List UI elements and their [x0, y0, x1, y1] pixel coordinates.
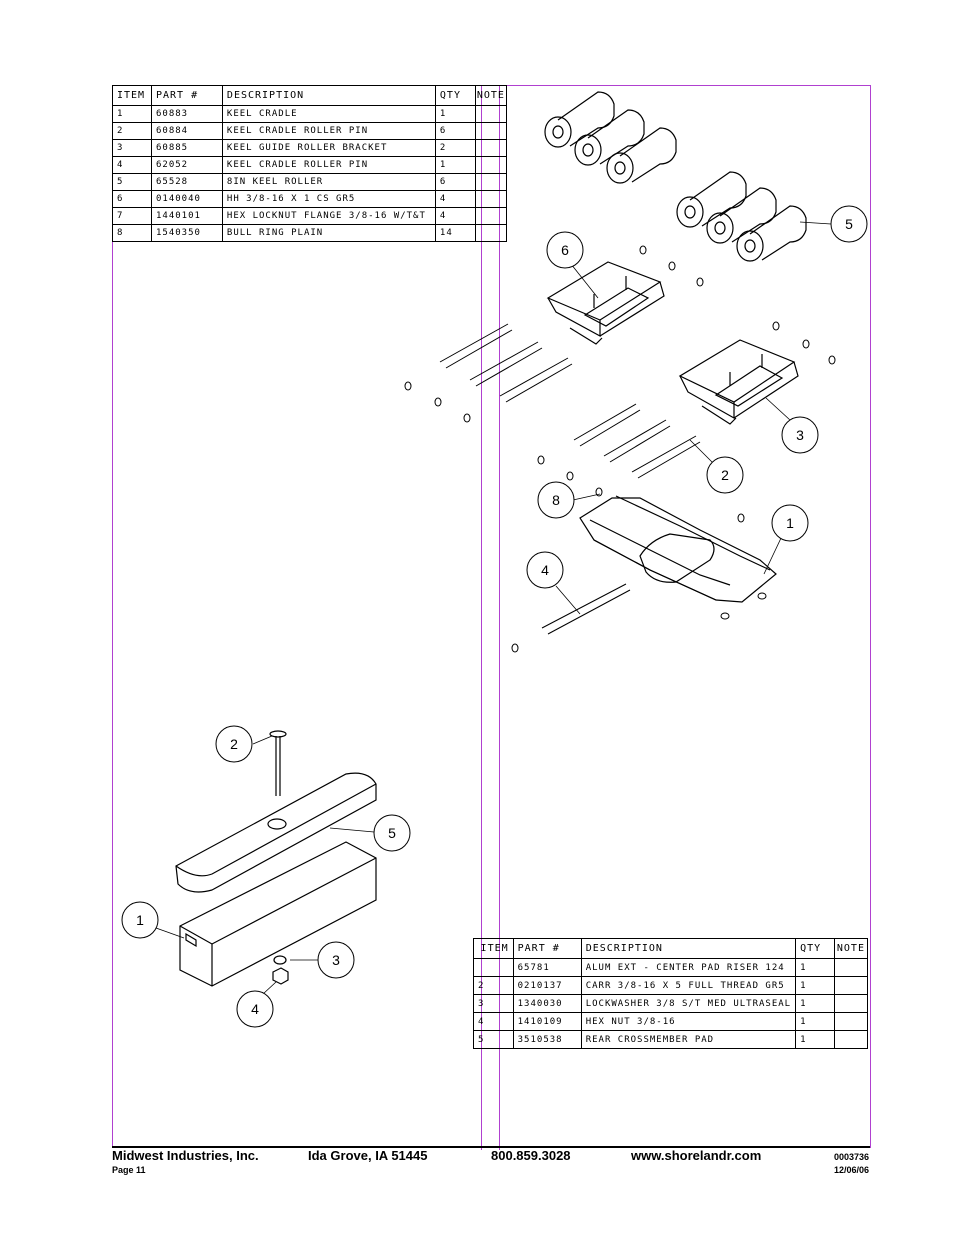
- qty-cell: 1: [795, 1030, 835, 1049]
- callout-circle: [546, 231, 584, 269]
- callout-circle: [771, 504, 809, 542]
- callout-number: 5: [845, 216, 853, 232]
- callout-number: 8: [552, 492, 560, 508]
- callout-number: 3: [796, 427, 804, 443]
- callout-circle: [830, 205, 868, 243]
- col-item: ITEM: [112, 85, 152, 106]
- callout-number: 4: [251, 1001, 259, 1017]
- footer-location: Ida Grove, IA 51445: [308, 1148, 428, 1163]
- note-cell: [833, 1030, 869, 1049]
- callout-leaders: [155, 221, 832, 995]
- footer-rule: [112, 1146, 870, 1148]
- callout-number: 1: [136, 912, 144, 928]
- callout-number: 1: [786, 515, 794, 531]
- callout-number: 3: [332, 952, 340, 968]
- footer-page: Page 11: [112, 1165, 146, 1175]
- callout-number: 4: [541, 562, 549, 578]
- description-cell: BULL RING PLAIN: [221, 224, 436, 242]
- center-pad-riser-assembly: [175, 730, 377, 987]
- item-cell: 8: [112, 224, 152, 242]
- callout-circle: [121, 901, 159, 939]
- roller-bracket-lower: [678, 339, 799, 425]
- keel-cradle: [579, 495, 777, 603]
- footer-company: Midwest Industries, Inc.: [112, 1148, 259, 1163]
- callout-circle: [781, 416, 819, 454]
- callout-circle: [706, 456, 744, 494]
- callout-number: 2: [721, 467, 729, 483]
- frame-line-b: [499, 85, 500, 1150]
- table-header-row: ITEM PART # DESCRIPTION QTY NOTE: [112, 85, 508, 106]
- callout-number: 6: [561, 242, 569, 258]
- roller-pins-group: [439, 323, 701, 635]
- note-cell: [474, 224, 508, 242]
- part-cell: 3510538: [512, 1030, 582, 1049]
- callout-circle: [373, 814, 411, 852]
- callout-circle: [236, 990, 274, 1028]
- keel-roller-group-upper: [544, 91, 677, 184]
- callout-circle: [317, 941, 355, 979]
- footer-date: 12/06/06: [834, 1165, 870, 1175]
- col-note: NOTE: [833, 938, 869, 959]
- callout-number: 5: [388, 825, 396, 841]
- footer-website[interactable]: www.shorelandr.com: [631, 1148, 762, 1163]
- description-cell: REAR CROSSMEMBER PAD: [580, 1030, 797, 1049]
- footer-doc-number: 0003736: [834, 1152, 870, 1162]
- callout-number: 2: [230, 736, 238, 752]
- callout-circle: [526, 551, 564, 589]
- footer-phone: 800.859.3028: [491, 1148, 571, 1163]
- callout-circle: [537, 481, 575, 519]
- frame-line-a: [481, 85, 482, 1150]
- callout-circle: [215, 725, 253, 763]
- roller-bracket-upper: [546, 261, 665, 345]
- part-cell: 1540350: [150, 224, 223, 242]
- keel-roller-group-lower: [676, 171, 807, 262]
- hardware-parts: [404, 245, 836, 653]
- table-header-row: ITEM PART # DESCRIPTION QTY NOTE: [473, 938, 869, 959]
